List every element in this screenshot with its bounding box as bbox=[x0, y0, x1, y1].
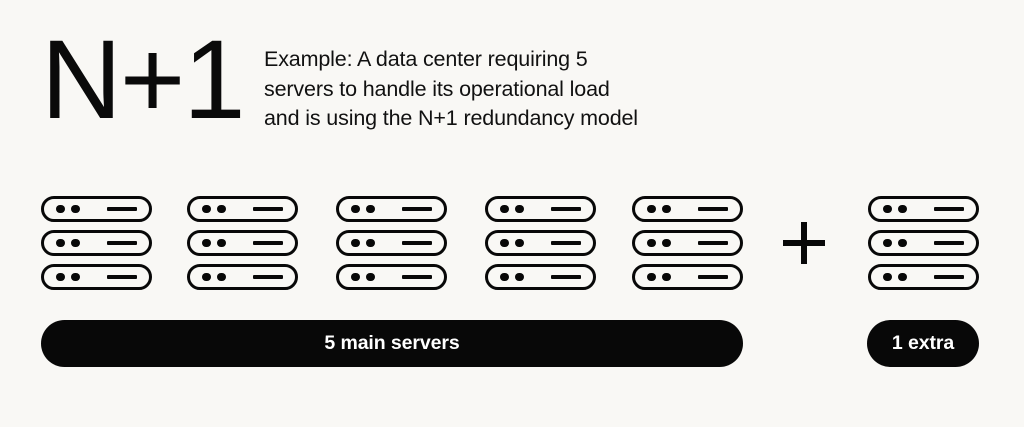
server-unit-icon bbox=[187, 230, 298, 256]
server-group-main-1 bbox=[41, 196, 152, 290]
slot-dash-icon bbox=[698, 275, 728, 279]
slot-dash-icon bbox=[402, 275, 432, 279]
slot-dash-icon bbox=[551, 207, 581, 211]
slot-dash-icon bbox=[551, 241, 581, 245]
status-led-icon bbox=[883, 204, 892, 214]
server-unit-icon bbox=[41, 264, 152, 290]
status-led-icon bbox=[366, 238, 375, 248]
status-led-icon bbox=[202, 204, 211, 214]
server-racks-row bbox=[0, 196, 1024, 294]
server-group-main-5 bbox=[632, 196, 743, 290]
server-unit-icon bbox=[41, 196, 152, 222]
server-unit-icon bbox=[485, 196, 596, 222]
status-led-icon bbox=[662, 272, 671, 282]
status-led-icon bbox=[647, 272, 656, 282]
slot-dash-icon bbox=[934, 241, 964, 245]
status-led-icon bbox=[217, 238, 226, 248]
status-led-icon bbox=[883, 238, 892, 248]
header-section: N+1 Example: A data center requiring 5 s… bbox=[0, 0, 1024, 165]
page-title: N+1 bbox=[41, 17, 246, 142]
server-group-main-3 bbox=[336, 196, 447, 290]
server-unit-icon bbox=[632, 264, 743, 290]
status-led-icon bbox=[647, 238, 656, 248]
status-led-icon bbox=[500, 272, 509, 282]
status-led-icon bbox=[71, 272, 80, 282]
status-led-icon bbox=[500, 204, 509, 214]
status-led-icon bbox=[71, 238, 80, 248]
status-led-icon bbox=[217, 204, 226, 214]
status-led-icon bbox=[351, 204, 360, 214]
slot-dash-icon bbox=[253, 207, 283, 211]
status-led-icon bbox=[500, 238, 509, 248]
description-line-3: and is using the N+1 redundancy model bbox=[264, 106, 638, 130]
slot-dash-icon bbox=[402, 207, 432, 211]
slot-dash-icon bbox=[107, 207, 137, 211]
slot-dash-icon bbox=[934, 207, 964, 211]
server-unit-icon bbox=[485, 230, 596, 256]
server-group-extra-1 bbox=[868, 196, 979, 290]
status-led-icon bbox=[56, 272, 65, 282]
slot-dash-icon bbox=[107, 241, 137, 245]
status-led-icon bbox=[366, 204, 375, 214]
status-led-icon bbox=[202, 272, 211, 282]
slot-dash-icon bbox=[253, 241, 283, 245]
status-led-icon bbox=[898, 272, 907, 282]
status-led-icon bbox=[515, 204, 524, 214]
status-led-icon bbox=[217, 272, 226, 282]
server-unit-icon bbox=[632, 196, 743, 222]
status-led-icon bbox=[883, 272, 892, 282]
status-led-icon bbox=[56, 238, 65, 248]
status-led-icon bbox=[898, 204, 907, 214]
server-group-main-2 bbox=[187, 196, 298, 290]
status-led-icon bbox=[515, 272, 524, 282]
status-led-icon bbox=[662, 204, 671, 214]
status-led-icon bbox=[647, 204, 656, 214]
description-line-2: servers to handle its operational load bbox=[264, 76, 610, 101]
server-unit-icon bbox=[485, 264, 596, 290]
main-servers-label-pill: 5 main servers bbox=[41, 320, 743, 367]
slot-dash-icon bbox=[107, 275, 137, 279]
slot-dash-icon bbox=[551, 275, 581, 279]
status-led-icon bbox=[351, 238, 360, 248]
status-led-icon bbox=[515, 238, 524, 248]
server-unit-icon bbox=[336, 264, 447, 290]
server-unit-icon bbox=[187, 264, 298, 290]
server-group-main-4 bbox=[485, 196, 596, 290]
plus-icon bbox=[783, 222, 825, 264]
description-text: Example: A data center requiring 5 serve… bbox=[264, 45, 764, 134]
status-led-icon bbox=[366, 272, 375, 282]
server-unit-icon bbox=[336, 230, 447, 256]
server-unit-icon bbox=[868, 264, 979, 290]
plus-vertical-stroke bbox=[801, 222, 807, 264]
status-led-icon bbox=[56, 204, 65, 214]
server-unit-icon bbox=[868, 196, 979, 222]
server-unit-icon bbox=[187, 196, 298, 222]
status-led-icon bbox=[898, 238, 907, 248]
slot-dash-icon bbox=[402, 241, 432, 245]
slot-dash-icon bbox=[934, 275, 964, 279]
slot-dash-icon bbox=[253, 275, 283, 279]
status-led-icon bbox=[662, 238, 671, 248]
status-led-icon bbox=[351, 272, 360, 282]
status-led-icon bbox=[202, 238, 211, 248]
server-unit-icon bbox=[632, 230, 743, 256]
description-line-1: Example: A data center requiring 5 bbox=[264, 47, 588, 71]
extra-server-label-pill: 1 extra bbox=[867, 320, 979, 367]
server-unit-icon bbox=[336, 196, 447, 222]
server-unit-icon bbox=[868, 230, 979, 256]
status-led-icon bbox=[71, 204, 80, 214]
server-unit-icon bbox=[41, 230, 152, 256]
slot-dash-icon bbox=[698, 207, 728, 211]
slot-dash-icon bbox=[698, 241, 728, 245]
